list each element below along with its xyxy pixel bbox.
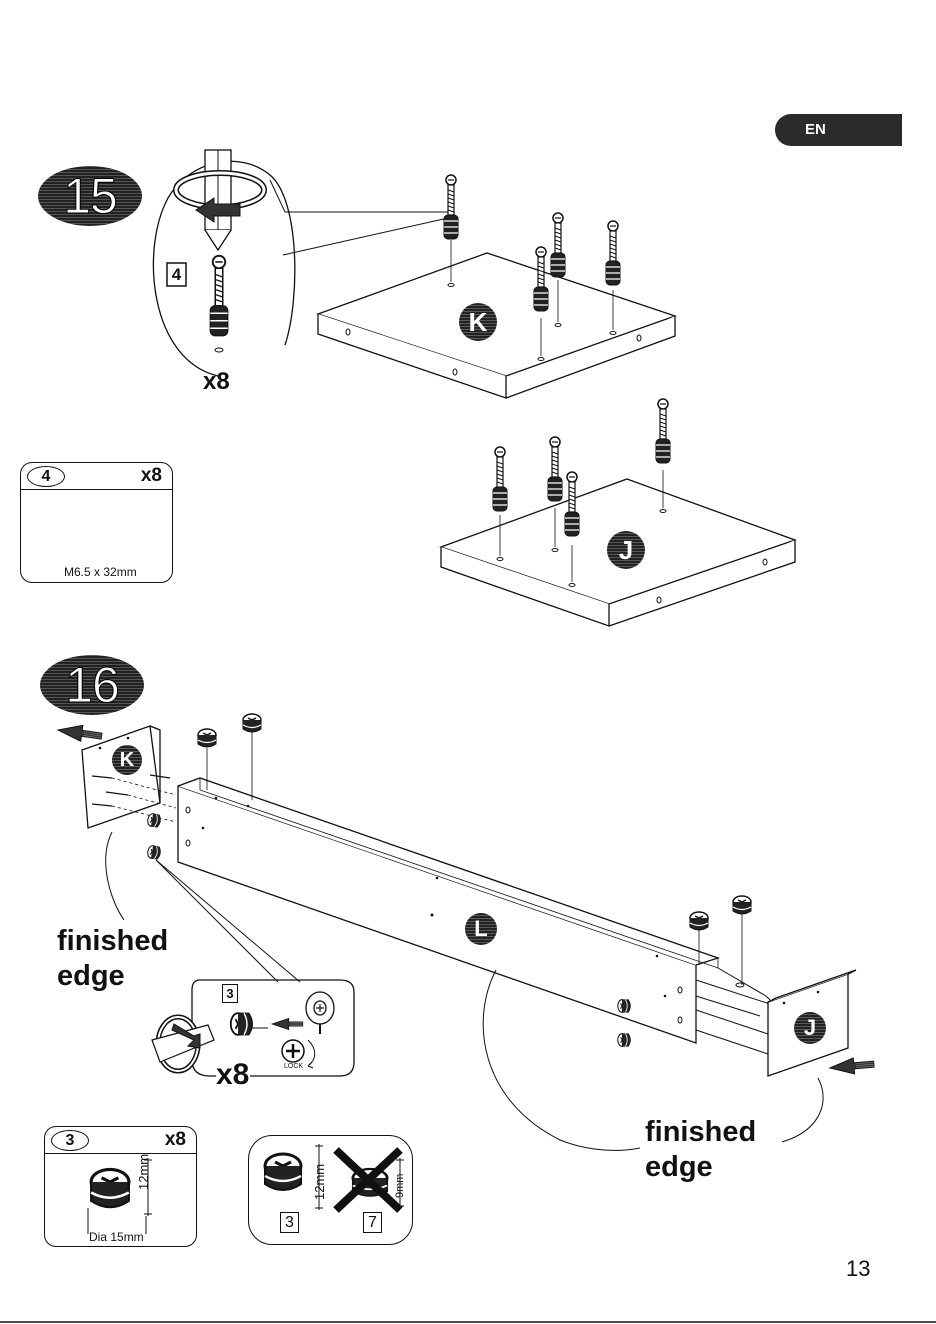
part-qty-4: x8 — [141, 465, 162, 487]
part-number-3: 3 — [51, 1130, 89, 1151]
lock-label: LOCK — [284, 1063, 303, 1070]
panel-label-k-16: K — [112, 745, 142, 775]
cam-height-label: 12mm — [136, 1154, 151, 1190]
push-arrow-right-icon — [829, 1056, 874, 1076]
finished-edge-left-line2: edge — [57, 959, 168, 994]
compare-label-ok: 3 — [280, 1212, 299, 1233]
part-qty-3: x8 — [165, 1129, 186, 1151]
part-box-4: 4 x8 M6.5 x 32mm — [20, 462, 173, 583]
step-number-15: 15 — [38, 166, 142, 226]
compare-label-wrong: 7 — [363, 1212, 382, 1233]
finished-edge-right-line1: finished — [645, 1115, 756, 1150]
panel-label-l: L — [465, 913, 497, 945]
part-box-3-header: 3 x8 — [45, 1127, 196, 1154]
language-tab: EN — [775, 114, 902, 146]
cam-diameter-label: Dia 15mm — [89, 1230, 144, 1244]
compare-height-wrong: 9mm — [394, 1174, 406, 1198]
push-arrow-left-icon — [57, 722, 103, 744]
page-number: 13 — [846, 1256, 870, 1282]
part-number-4: 4 — [27, 466, 65, 487]
cam-compare-box — [248, 1135, 413, 1245]
panel-l — [178, 778, 718, 1043]
part-box-3: 3 x8 12mm Dia 15mm — [44, 1126, 197, 1247]
compare-height-ok: 12mm — [312, 1164, 327, 1200]
finished-edge-right: finished edge — [645, 1115, 756, 1185]
panel-label-j-16: J — [794, 1012, 826, 1044]
finished-edge-left: finished edge — [57, 924, 168, 994]
finished-edge-right-line2: edge — [645, 1150, 756, 1185]
detail-part-label-3: 3 — [222, 984, 238, 1003]
part-box-4-header: 4 x8 — [21, 463, 172, 490]
step-number-16: 16 — [40, 655, 144, 715]
part-size-4: M6.5 x 32mm — [64, 565, 137, 579]
panel-label-j-15: J — [607, 531, 645, 569]
panel-label-k-15: K — [459, 303, 497, 341]
finished-edge-left-line1: finished — [57, 924, 168, 959]
detail-part-label-4: 4 — [167, 263, 186, 286]
detail-qty-15: x8 — [203, 368, 230, 396]
detail-qty-16: x8 — [216, 1058, 249, 1092]
panel-k-step16 — [82, 726, 160, 828]
